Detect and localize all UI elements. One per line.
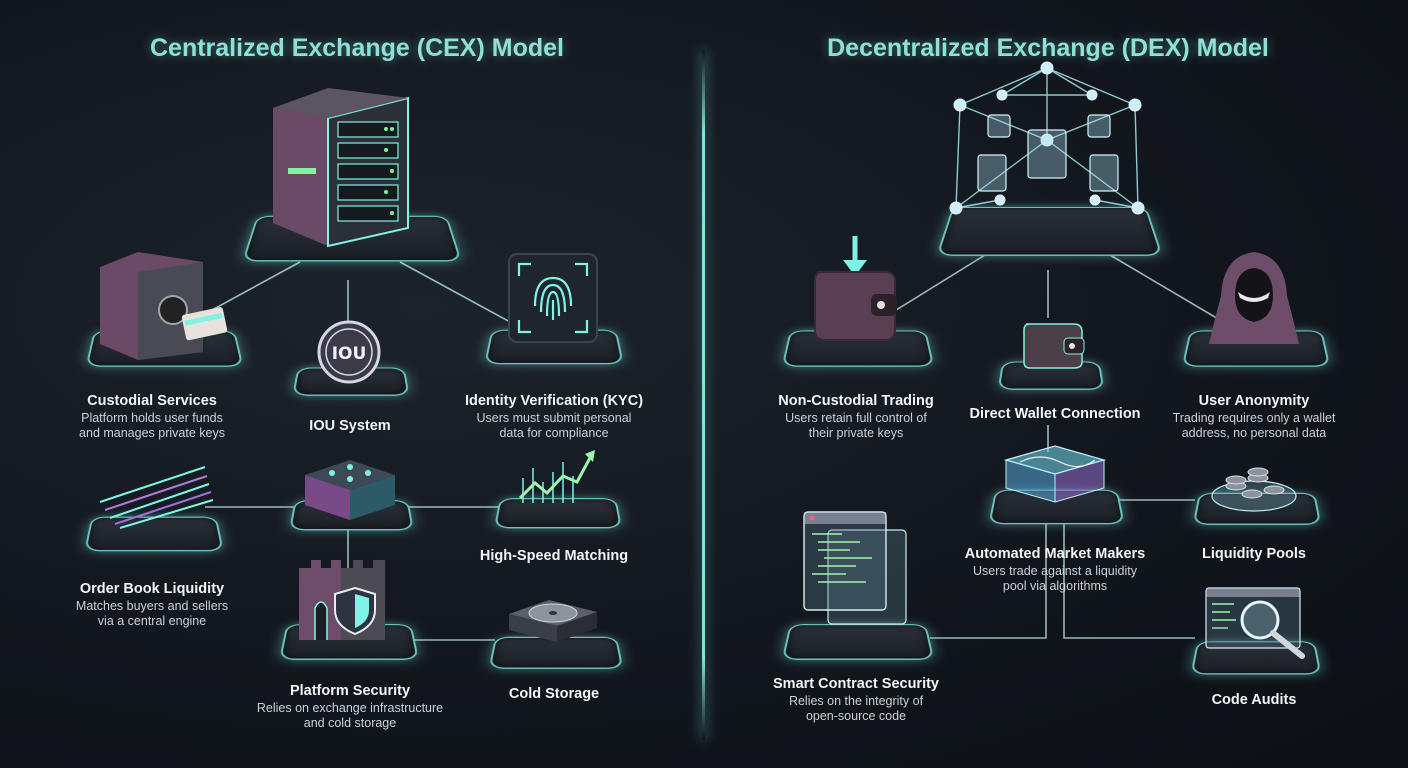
coin-stack-icon	[1208, 456, 1300, 514]
link-network-anon	[1110, 255, 1220, 320]
custodial-title: Custodial Services	[79, 393, 225, 409]
wallet-label: Direct Wallet Connection	[969, 406, 1140, 424]
network-nodes-icon	[940, 60, 1155, 230]
orderbook-desc-1: Matches buyers and sellers	[76, 599, 228, 614]
kyc-desc-1: Users must submit personal	[465, 411, 643, 426]
custodial-desc-1: Platform holds user funds	[79, 411, 225, 426]
smart-label: Smart Contract Security Relies on the in…	[773, 676, 939, 724]
section-divider	[702, 50, 705, 740]
anon-desc-1: Trading requires only a wallet	[1173, 411, 1336, 426]
security-label: Platform Security Relies on exchange inf…	[257, 683, 443, 731]
noncustodial-title: Non-Custodial Trading	[778, 393, 933, 409]
security-title: Platform Security	[257, 683, 443, 699]
custodial-desc-2: and manages private keys	[79, 426, 225, 441]
smart-title: Smart Contract Security	[773, 676, 939, 692]
growth-chart-icon	[515, 448, 597, 508]
dex-title: Decentralized Exchange (DEX) Model	[826, 34, 1270, 63]
amm-label: Automated Market Makers Users trade agai…	[965, 546, 1146, 594]
kyc-label: Identity Verification (KYC) Users must s…	[465, 393, 643, 441]
link-server-kyc	[400, 262, 510, 322]
iou-label: IOU System	[309, 418, 390, 436]
noncustodial-desc-2: their private keys	[778, 426, 933, 441]
amm-desc-2: pool via algorithms	[965, 579, 1146, 594]
security-desc-1: Relies on exchange infrastructure	[257, 701, 443, 716]
wallet-title: Direct Wallet Connection	[969, 406, 1140, 422]
fingerprint-icon	[505, 250, 601, 346]
amm-desc-1: Users trade against a liquidity	[965, 564, 1146, 579]
hard-drive-icon	[505, 592, 601, 654]
anon-title: User Anonymity	[1173, 393, 1336, 409]
cex-title: Centralized Exchange (CEX) Model	[150, 34, 562, 63]
kyc-desc-2: data for compliance	[465, 426, 643, 441]
custodial-label: Custodial Services Platform holds user f…	[79, 393, 225, 441]
orderbook-title: Order Book Liquidity	[76, 581, 228, 597]
cold-title: Cold Storage	[509, 686, 599, 702]
iou-coin-icon: IOU	[315, 318, 383, 386]
smart-desc-2: open-source code	[773, 709, 939, 724]
wallet-arrow-icon	[805, 232, 905, 344]
audits-label: Code Audits	[1212, 692, 1297, 710]
security-desc-2: and cold storage	[257, 716, 443, 731]
orderbook-label: Order Book Liquidity Matches buyers and …	[76, 581, 228, 629]
noncustodial-desc-1: Users retain full control of	[778, 411, 933, 426]
pools-label: Liquidity Pools	[1202, 546, 1306, 564]
smart-desc-1: Relies on the integrity of	[773, 694, 939, 709]
safe-icon	[98, 252, 228, 362]
anon-desc-2: address, no personal data	[1173, 426, 1336, 441]
hooded-user-icon	[1205, 248, 1303, 348]
matching-title: High-Speed Matching	[480, 548, 628, 564]
orderbook-desc-2: via a central engine	[76, 614, 228, 629]
order-stream-icon	[95, 462, 215, 532]
iou-title: IOU System	[309, 418, 390, 434]
iou-badge-text: IOU	[332, 344, 367, 364]
amm-title: Automated Market Makers	[965, 546, 1146, 562]
matching-cubes-icon	[300, 455, 400, 523]
noncustodial-label: Non-Custodial Trading Users retain full …	[778, 393, 933, 441]
pools-title: Liquidity Pools	[1202, 546, 1306, 562]
anon-label: User Anonymity Trading requires only a w…	[1173, 393, 1336, 441]
magnifier-code-icon	[1200, 582, 1315, 662]
smart-platform	[782, 624, 935, 660]
wallet-icon	[1020, 314, 1086, 370]
matching-label: High-Speed Matching	[480, 548, 628, 566]
liquidity-pool-icon	[1000, 440, 1110, 510]
server-icon	[268, 88, 428, 248]
cold-label: Cold Storage	[509, 686, 599, 704]
audits-title: Code Audits	[1212, 692, 1297, 708]
kyc-title: Identity Verification (KYC)	[465, 393, 643, 409]
code-window-icon	[800, 508, 910, 628]
castle-shield-icon	[295, 548, 399, 648]
